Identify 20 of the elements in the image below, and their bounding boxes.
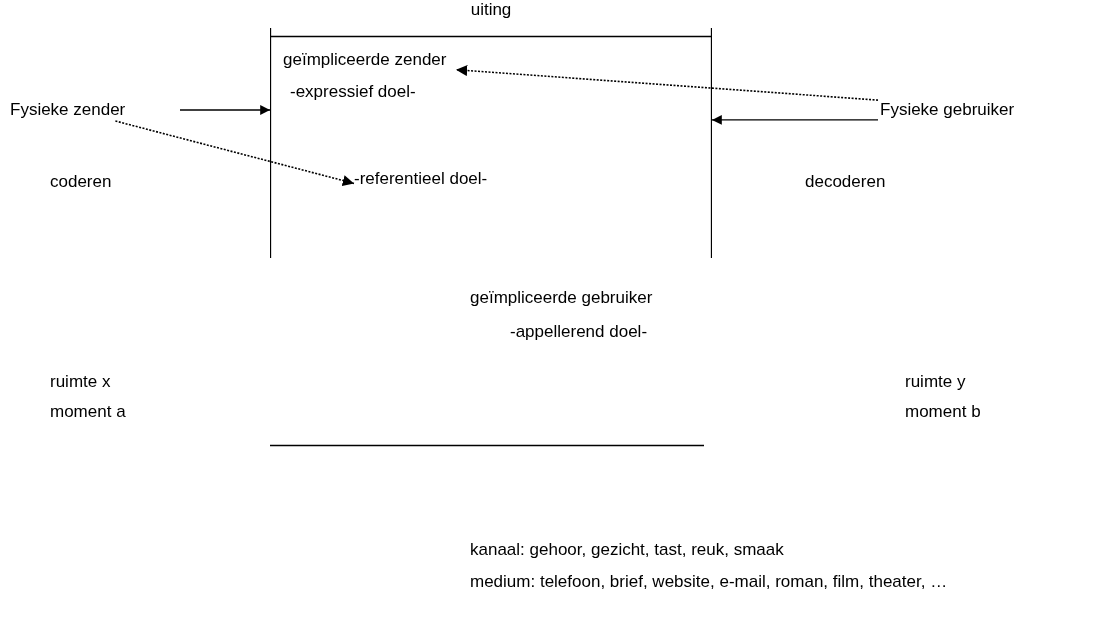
note-text: medium: telefoon, brief, website, e-mail, roman, film, theater, … (470, 572, 948, 592)
node-label: geïmpliceerde zender (283, 50, 447, 70)
arrow (179, 105, 271, 115)
frame-heading: uiting (469, 0, 513, 20)
node-label: geïmpliceerde gebruiker (470, 288, 653, 308)
note-text: moment b (905, 402, 981, 422)
arrow (711, 115, 879, 125)
note-text: ruimte x (50, 372, 111, 392)
node-label: Fysieke zender (10, 100, 126, 120)
dotted-arrow (455, 64, 879, 101)
note-text: decoderen (805, 172, 886, 192)
note-text: coderen (50, 172, 112, 192)
note-text: kanaal: gehoor, gezicht, tast, reuk, smaak (470, 540, 784, 560)
node-label: -referentieel doel- (354, 169, 488, 189)
dotted-arrow (114, 120, 355, 186)
node-subtitle: -expressief doel- (290, 82, 416, 102)
node-label: Fysieke gebruiker (880, 100, 1015, 120)
node-subtitle: -appellerend doel- (510, 322, 648, 342)
note-text: moment a (50, 402, 126, 422)
note-text: ruimte y (905, 372, 966, 392)
